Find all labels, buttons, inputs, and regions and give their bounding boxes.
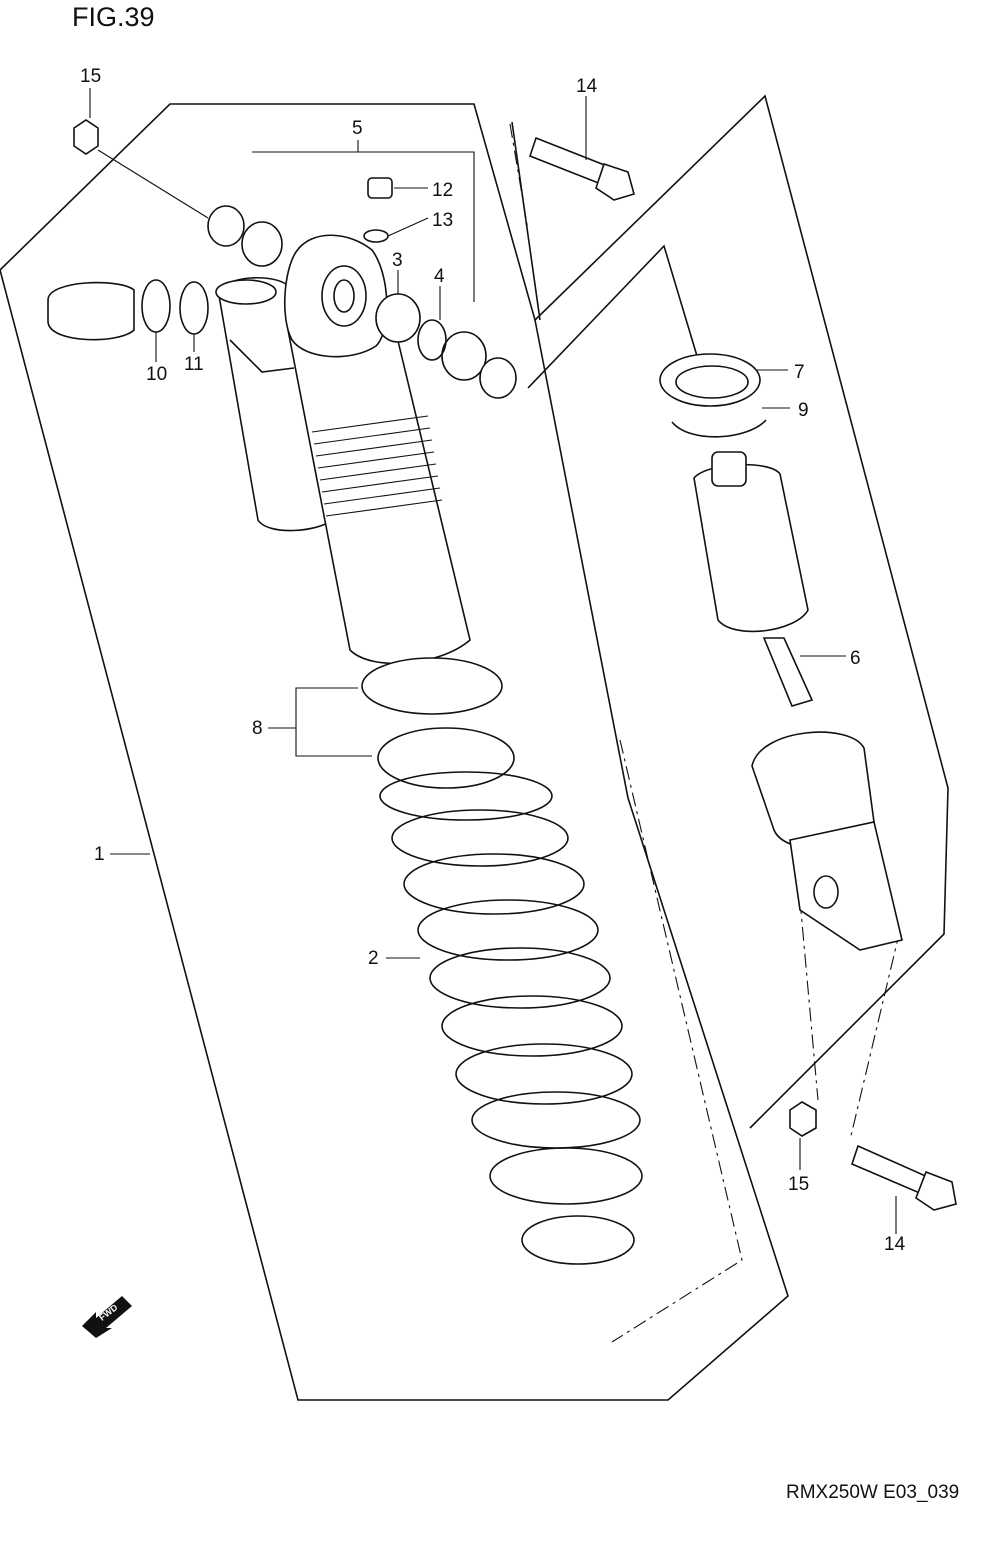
drawing-code: RMX250W E03_039 [786,1482,960,1503]
callout-2: 2 [368,948,379,969]
frame-leader [511,121,541,321]
assembly-frame [0,103,789,1401]
callout-5: 5 [352,118,363,139]
damper-rings [659,353,767,438]
callout-6: 6 [850,648,861,669]
bolt-12 [367,177,393,199]
centerline-left-bolt [799,899,819,1101]
callout-9: 9 [798,400,809,421]
callout-15-lower: 15 [788,1174,809,1195]
centerline-right [849,929,901,1141]
snap-ring [417,319,447,361]
centerline-top [509,123,529,231]
nut-upper [73,119,99,155]
leader-lines [89,88,897,1234]
damper-rod-assembly [693,451,903,951]
spring [379,771,643,1265]
callout-4: 4 [434,266,445,287]
figure-title: FIG.39 [72,2,155,32]
mount-bolt-lower [851,1144,957,1211]
damper-frame [534,94,949,1129]
spring-adjuster-nuts [361,657,515,789]
callout-12: 12 [432,180,453,201]
washer-13 [363,229,389,243]
callout-3: 3 [392,250,403,271]
damper-inner-frame [527,244,701,389]
callout-7: 7 [794,362,805,383]
shock-body [283,234,471,665]
bushing-set [207,205,517,399]
centerline-bottom [611,739,743,1343]
callout-14: 14 [576,76,598,97]
callout-10: 10 [146,364,167,385]
mount-bolt-upper [529,136,635,201]
reservoir-cap-seals [47,279,209,341]
nut-lower [789,1101,817,1137]
callout-14-lower: 14 [884,1234,906,1255]
fwd-arrow-icon: FWD [82,1296,132,1338]
callout-13: 13 [432,210,453,231]
callout-11: 11 [184,354,204,375]
spacer [375,293,421,343]
callout-8: 8 [252,718,263,739]
callout-1: 1 [94,844,105,865]
callout-15: 15 [80,66,101,87]
